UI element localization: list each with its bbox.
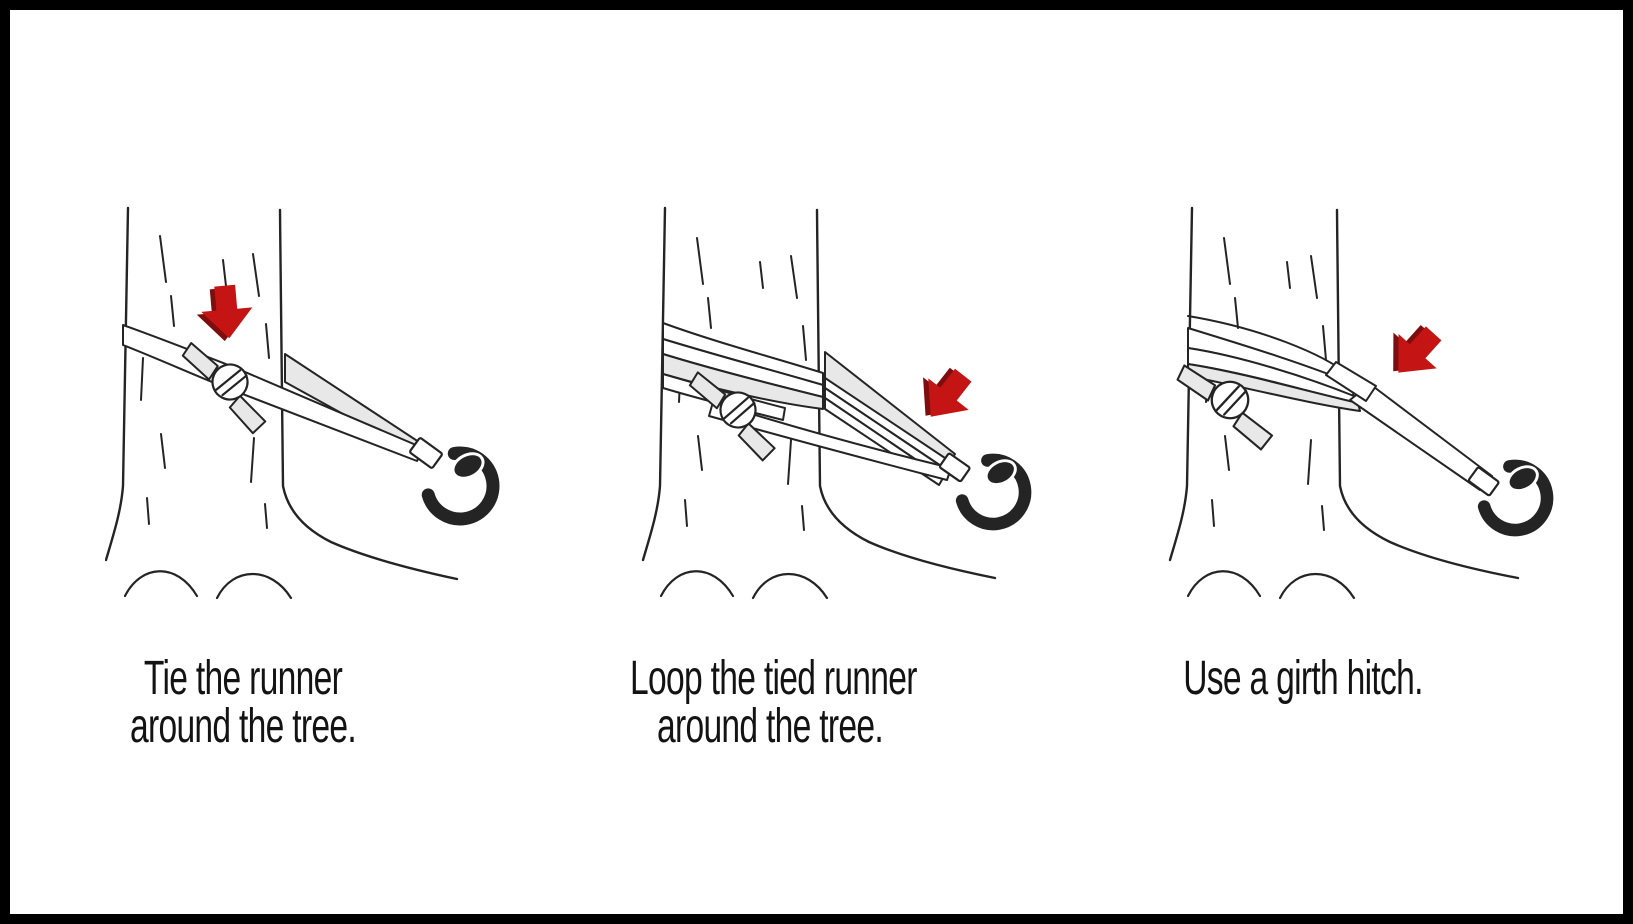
caption-line: Tie the runner — [143, 652, 343, 705]
red-arrow-icon — [905, 356, 984, 435]
caption-line: around the tree. — [656, 700, 884, 753]
webbing-runner — [122, 324, 426, 462]
tree-icon — [641, 206, 997, 600]
caption-loop-runner: Loop the tied runner around the tree. — [630, 652, 917, 753]
tree-icon — [105, 206, 459, 600]
caption-line: around the tree. — [129, 700, 357, 753]
webbing-runner — [1187, 315, 1493, 491]
girth-hitch-icon — [1325, 361, 1377, 402]
panel-girth-hitch-illustration — [1163, 206, 1560, 600]
panel-tie-runner-illustration — [105, 206, 515, 600]
tree-icon — [1168, 206, 1520, 600]
panel-loop-runner-illustration — [641, 206, 1043, 600]
red-arrow-icon — [194, 283, 256, 344]
girth-hitch-exit-strap — [1349, 383, 1493, 491]
caption-line: Loop the tied runner — [630, 652, 917, 705]
carabiner-icon — [409, 437, 498, 524]
red-arrow-icon — [1374, 313, 1453, 392]
looped-webbing-runner — [662, 322, 956, 486]
carabiner-icon — [938, 453, 1030, 529]
caption-line: Use a girth hitch. — [1183, 652, 1423, 705]
caption-tie-runner: Tie the runner around the tree. — [103, 655, 383, 751]
carabiner-icon — [1467, 461, 1552, 535]
illustration-canvas: Tie the runner around the tree. Loop the… — [10, 10, 1623, 914]
caption-girth-hitch: Use a girth hitch. — [1163, 655, 1443, 703]
